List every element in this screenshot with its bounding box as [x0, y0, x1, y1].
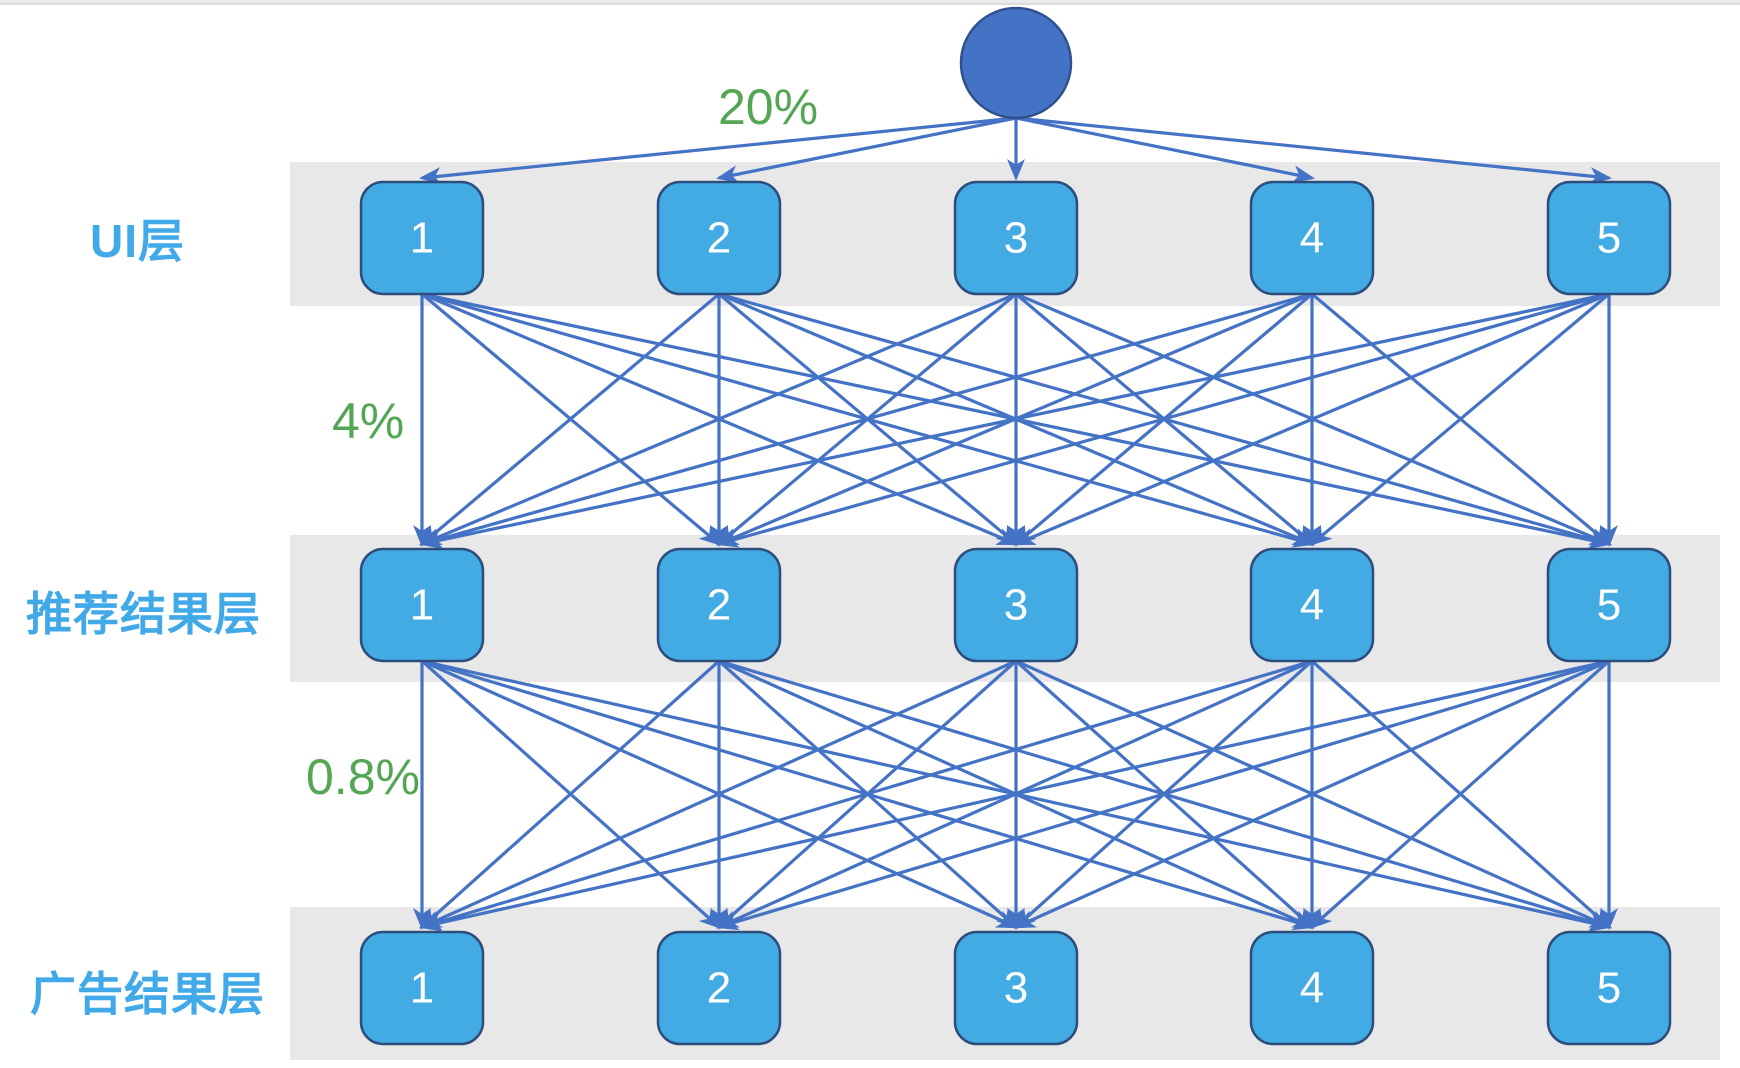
edge-root-to-ui-1: [419, 116, 1017, 186]
node-label-ad-5: 5: [1597, 964, 1621, 1013]
edge-recommend-5-to-ad-1: [419, 659, 1610, 932]
node-recommend-2: [656, 547, 782, 663]
layer-label-recommend: 推荐结果层: [26, 588, 261, 640]
node-label-recommend-5: 5: [1597, 581, 1621, 630]
edge-recommend-4-to-ad-1: [419, 659, 1313, 931]
top-edge-strip: [0, 0, 1740, 5]
node-label-ad-3: 3: [1004, 964, 1028, 1013]
node-label-ad-4: 4: [1300, 964, 1324, 1013]
node-label-recommend-3: 3: [1004, 581, 1028, 630]
node-label-ad-2: 2: [707, 964, 731, 1013]
node-label-ad-1: 1: [410, 964, 434, 1013]
edge-recommend-5-to-ad-4: [1309, 659, 1611, 930]
edge-ui-5-to-recommend-4: [1309, 292, 1611, 546]
node-ui-4: [1249, 180, 1375, 296]
edge-root-to-ui-5: [1015, 116, 1612, 186]
layer-label-ui: UI层: [90, 215, 185, 267]
node-label-ui-3: 3: [1004, 214, 1028, 263]
edge-root-to-ui-2: [716, 116, 1017, 184]
node-ui-1: [359, 180, 485, 296]
root-node: [959, 6, 1073, 120]
node-recommend-4: [1249, 547, 1375, 663]
node-recommend-5: [1546, 547, 1672, 663]
conversion-label-recommend-to-ad: 0.8%: [306, 749, 420, 805]
node-ad-4: [1249, 930, 1375, 1046]
node-recommend-3: [953, 547, 1079, 663]
node-ad-5: [1546, 930, 1672, 1046]
edge-ui-5-to-recommend-2: [716, 292, 1610, 548]
node-ui-5: [1546, 180, 1672, 296]
node-ad-1: [359, 930, 485, 1046]
node-ad-3: [953, 930, 1079, 1046]
edge-recommend-2-to-ad-1: [419, 659, 721, 930]
conversion-label-root-to-ui: 20%: [718, 79, 819, 135]
edge-recommend-3-to-ad-1: [419, 659, 1017, 929]
node-ad-2: [656, 930, 782, 1046]
node-label-ui-2: 2: [707, 214, 731, 263]
node-recommend-1: [359, 547, 485, 663]
edge-recommend-5-to-ad-3: [1013, 659, 1610, 929]
edge-ui-5-to-recommend-3: [1013, 292, 1610, 546]
node-ui-3: [953, 180, 1079, 296]
edge-recommend-5-to-ad-2: [716, 659, 1610, 931]
edge-ui-4-to-recommend-1: [419, 292, 1313, 548]
edge-ui-3-to-recommend-1: [419, 292, 1017, 546]
node-label-ui-5: 5: [1597, 214, 1621, 263]
node-label-recommend-2: 2: [707, 581, 731, 630]
conversion-label-ui-to-recommend: 4%: [332, 393, 405, 449]
node-label-recommend-1: 1: [410, 581, 434, 630]
edge-ui-5-to-recommend-1: [419, 292, 1610, 549]
edge-root-to-ui-4: [1015, 116, 1315, 184]
node-ui-2: [656, 180, 782, 296]
node-label-recommend-4: 4: [1300, 581, 1324, 630]
edge-ui-2-to-recommend-1: [419, 292, 721, 546]
layer-label-ad: 广告结果层: [30, 968, 265, 1020]
node-label-ui-4: 4: [1300, 214, 1324, 263]
node-label-ui-1: 1: [410, 214, 434, 263]
